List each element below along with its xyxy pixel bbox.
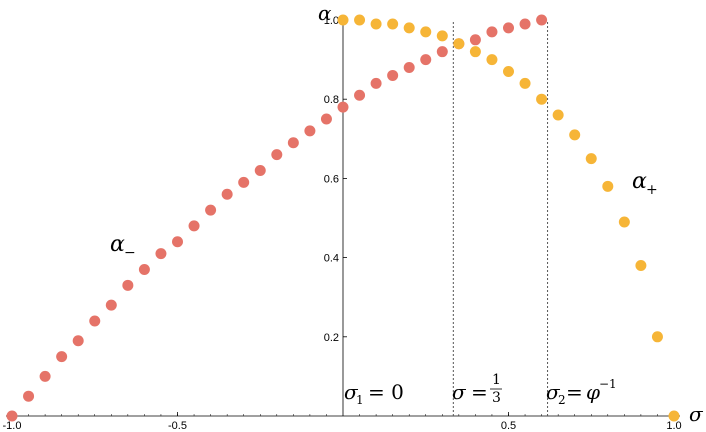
alpha-minus-point <box>370 77 382 89</box>
alpha-minus-point <box>271 149 283 161</box>
alpha-minus-point <box>72 335 84 347</box>
svg-text:−1: −1 <box>599 377 617 391</box>
reference-lines <box>452 20 549 416</box>
svg-text:α: α <box>632 169 647 194</box>
svg-text:2: 2 <box>558 393 566 407</box>
svg-text:φ: φ <box>586 380 600 404</box>
alpha-minus-point <box>519 18 531 30</box>
alpha-minus-point <box>6 410 18 422</box>
alpha-minus-point <box>387 69 399 81</box>
alpha-minus-point <box>254 164 266 176</box>
alpha-minus-point <box>155 248 167 260</box>
alpha-plus-point <box>354 14 366 26</box>
alpha-minus-point <box>469 34 481 46</box>
svg-text:σ: σ <box>344 380 359 404</box>
alpha-plus-point <box>552 109 564 121</box>
alpha-plus-point <box>602 180 614 192</box>
svg-text:σ: σ <box>546 380 561 404</box>
alpha-minus-point <box>122 279 134 291</box>
alpha-minus-point <box>320 113 332 125</box>
alpha-minus-point <box>354 89 366 101</box>
x-tick-label: -0.5 <box>168 420 187 432</box>
alpha-minus-point <box>188 220 200 232</box>
svg-text:α: α <box>110 232 125 257</box>
alpha-minus-point <box>23 390 35 402</box>
alpha-minus-point <box>287 137 299 149</box>
svg-text:=: = <box>471 380 488 404</box>
alpha-minus-point <box>420 54 432 66</box>
alpha-plus-point <box>651 331 663 343</box>
alpha-minus-point <box>503 22 514 34</box>
alpha-plus-point <box>486 54 498 66</box>
alpha-plus-point <box>387 18 399 30</box>
alpha-minus-point <box>304 125 316 137</box>
x-tick-label: 1.0 <box>666 420 681 432</box>
svg-text:−: − <box>124 245 136 261</box>
alpha-plus-point <box>635 260 647 272</box>
alpha-minus-point <box>89 315 101 327</box>
alpha-plus-point <box>436 30 448 42</box>
y-tick-label: 0.4 <box>324 253 339 265</box>
alpha-plus-point <box>337 14 349 26</box>
alpha-minus-point <box>486 26 498 38</box>
alpha-plus-point <box>668 410 680 422</box>
svg-text:+: + <box>646 182 658 198</box>
alpha-plus-point <box>469 46 481 58</box>
annotation-sigma-third: σ = 1 3 <box>452 372 502 406</box>
svg-text:= 0: = 0 <box>368 380 404 404</box>
alpha-plus-point <box>585 153 597 165</box>
svg-text:=: = <box>566 380 583 404</box>
x-tick-label: -1.0 <box>3 420 22 432</box>
annotation-sigma2: σ 2 = φ −1 <box>546 377 617 407</box>
alpha-minus-point <box>205 204 217 216</box>
alpha-minus-point <box>39 370 51 382</box>
svg-text:σ: σ <box>452 380 467 404</box>
alpha-minus-point <box>138 263 150 275</box>
alpha-minus-point <box>403 62 415 74</box>
data-points <box>6 14 680 422</box>
alpha-minus-point <box>172 236 183 248</box>
series-label-alpha-minus: α − <box>110 232 136 261</box>
alpha-plus-point <box>519 77 531 89</box>
alpha-plus-point <box>420 26 432 38</box>
alpha-minus-point <box>536 14 548 26</box>
x-tick-label: 0.5 <box>501 420 516 432</box>
alpha-plus-point <box>453 38 465 50</box>
alpha-minus-point <box>56 351 68 363</box>
alpha-plus-point <box>503 65 514 77</box>
y-tick-label: 0.6 <box>324 173 339 185</box>
series-label-alpha-plus: α + <box>632 169 658 198</box>
alpha-minus-point <box>238 176 250 188</box>
y-axis-label: α <box>318 1 332 25</box>
alpha-plus-point <box>536 93 548 105</box>
alpha-minus-point <box>436 46 448 58</box>
alpha-minus-point <box>221 188 233 200</box>
alpha-plus-point <box>403 22 415 34</box>
axis-ticks: -1.0 -0.5 0.5 1.0 0.2 0.4 0.6 0.8 1.0 <box>3 15 682 432</box>
alpha-plus-point <box>370 18 382 30</box>
y-tick-label: 0.8 <box>324 94 339 106</box>
alpha-plus-point <box>618 216 630 228</box>
svg-text:3: 3 <box>492 390 501 406</box>
alpha-plus-point <box>569 129 581 141</box>
alpha-minus-point <box>105 299 117 311</box>
svg-text:1: 1 <box>492 372 501 388</box>
y-tick-label: 1.0 <box>324 15 339 27</box>
y-tick-label: 0.2 <box>324 332 339 344</box>
annotation-sigma1: σ 1 = 0 <box>344 380 404 407</box>
alpha-minus-point <box>337 101 349 113</box>
svg-text:1: 1 <box>356 393 364 407</box>
x-axis-label: σ <box>689 402 704 426</box>
